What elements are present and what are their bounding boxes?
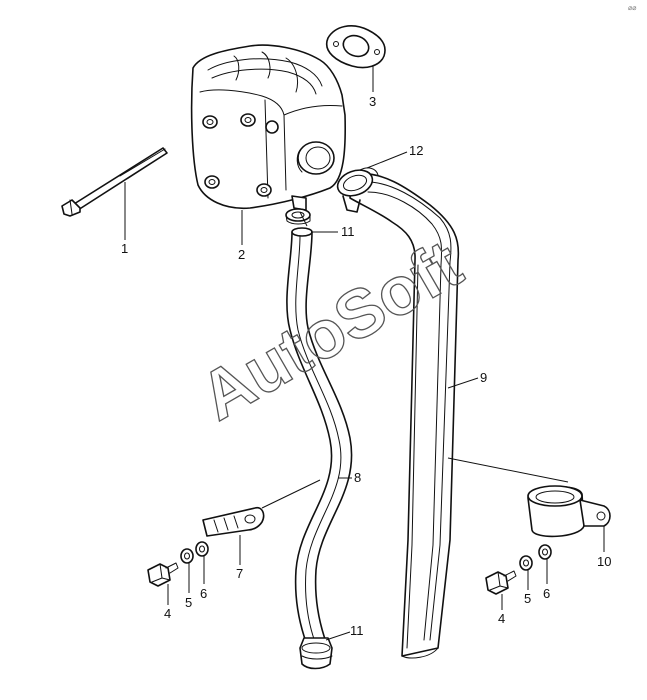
label-part-4-left: 4 [164, 606, 171, 621]
label-part-12: 12 [409, 143, 423, 158]
part-5-washer-left [180, 548, 194, 564]
leader-lines [124, 66, 605, 641]
label-part-4-right: 4 [498, 611, 505, 626]
label-part-11-upper: 11 [341, 224, 355, 239]
part-9-breather-tube [349, 172, 460, 659]
part-2-breather-housing [190, 44, 347, 211]
label-part-8: 8 [354, 470, 361, 485]
label-part-5-right: 5 [524, 591, 531, 606]
part-11-lower-hose-clip [299, 637, 333, 670]
part-6-spring-washer-left [195, 541, 209, 557]
part-3-gasket [325, 25, 386, 69]
corner-mark: ⌀⌀ [628, 5, 636, 12]
part-6-spring-washer-right [538, 544, 552, 560]
label-part-9: 9 [480, 370, 487, 385]
label-part-10: 10 [597, 554, 611, 569]
label-part-6-left: 6 [200, 586, 207, 601]
label-part-2: 2 [238, 247, 245, 262]
label-part-11-lower: 11 [350, 623, 364, 638]
part-labels: 1 2 3 11 12 9 8 7 4 5 6 11 4 5 6 10 [121, 94, 611, 638]
label-part-5-left: 5 [185, 595, 192, 610]
part-4-bolt-right [485, 570, 517, 595]
part-10-tube-support-clamp [527, 485, 611, 538]
label-part-7: 7 [236, 566, 243, 581]
part-7-bracket-strap [202, 506, 265, 537]
label-part-1: 1 [121, 241, 128, 256]
label-part-3: 3 [369, 94, 376, 109]
part-4-bolt-left [147, 562, 179, 587]
part-5-washer-right [519, 555, 533, 571]
part-8-drain-hose [286, 227, 353, 643]
part-11-upper-hose-clip [285, 208, 311, 225]
part-1-long-bolt [61, 147, 168, 217]
part-12-hose-clamp [336, 167, 379, 213]
label-part-6-right: 6 [543, 586, 550, 601]
